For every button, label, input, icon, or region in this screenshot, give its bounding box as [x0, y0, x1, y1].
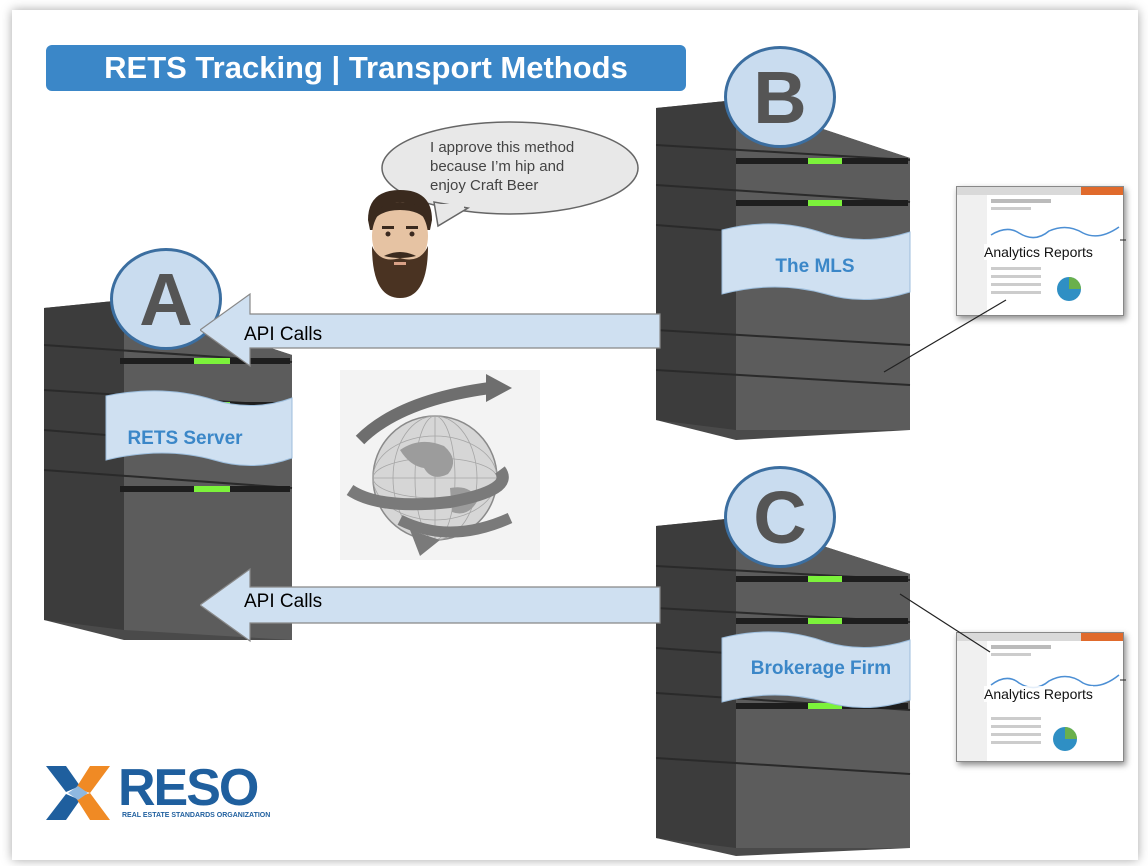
- speech-line-3: enjoy Craft Beer: [430, 177, 539, 194]
- bottom-arrow: [200, 567, 661, 643]
- title-bar: RETS Tracking | Transport Methods: [46, 45, 686, 91]
- node-a-badge: A: [110, 248, 222, 350]
- report-thumbnail: [957, 633, 1123, 761]
- speech-bubble: [381, 121, 639, 228]
- node-c-badge: C: [724, 466, 836, 568]
- speech-line-1: I approve this method: [430, 139, 575, 156]
- analytics-report-bottom-label: Analytics Reports: [984, 686, 1093, 702]
- server-b-icon: [656, 100, 911, 440]
- node-b-badge: B: [724, 46, 836, 148]
- server-b: [656, 100, 912, 440]
- server-c-icon: [656, 518, 911, 856]
- server-a: [44, 300, 294, 640]
- server-c: [656, 518, 912, 858]
- analytics-report-top-label: Analytics Reports: [984, 244, 1093, 260]
- reso-logo-subtitle: REAL ESTATE STANDARDS ORGANIZATION: [122, 812, 271, 819]
- top-arrow: [200, 292, 661, 368]
- speech-bubble-text: I approve this method because I’m hip an…: [430, 138, 630, 195]
- globe-icon: [340, 370, 540, 560]
- report-thumbnail: [957, 187, 1123, 315]
- bearded-man-avatar: [368, 190, 432, 298]
- node-b-banner: The MLS: [775, 256, 855, 277]
- node-c-banner: Brokerage Firm: [750, 658, 892, 679]
- bottom-arrow-label: API Calls: [244, 591, 323, 612]
- speech-line-2: because I’m hip and: [430, 158, 565, 175]
- analytics-report-top: [956, 186, 1124, 316]
- reso-logo-mark: [46, 766, 110, 820]
- top-arrow-label: API Calls: [244, 324, 323, 345]
- page-title: RETS Tracking | Transport Methods: [104, 50, 628, 85]
- node-a-banner: RETS Server: [127, 428, 243, 449]
- server-a-icon: [44, 300, 293, 640]
- reso-logo-name: RESO: [118, 759, 259, 817]
